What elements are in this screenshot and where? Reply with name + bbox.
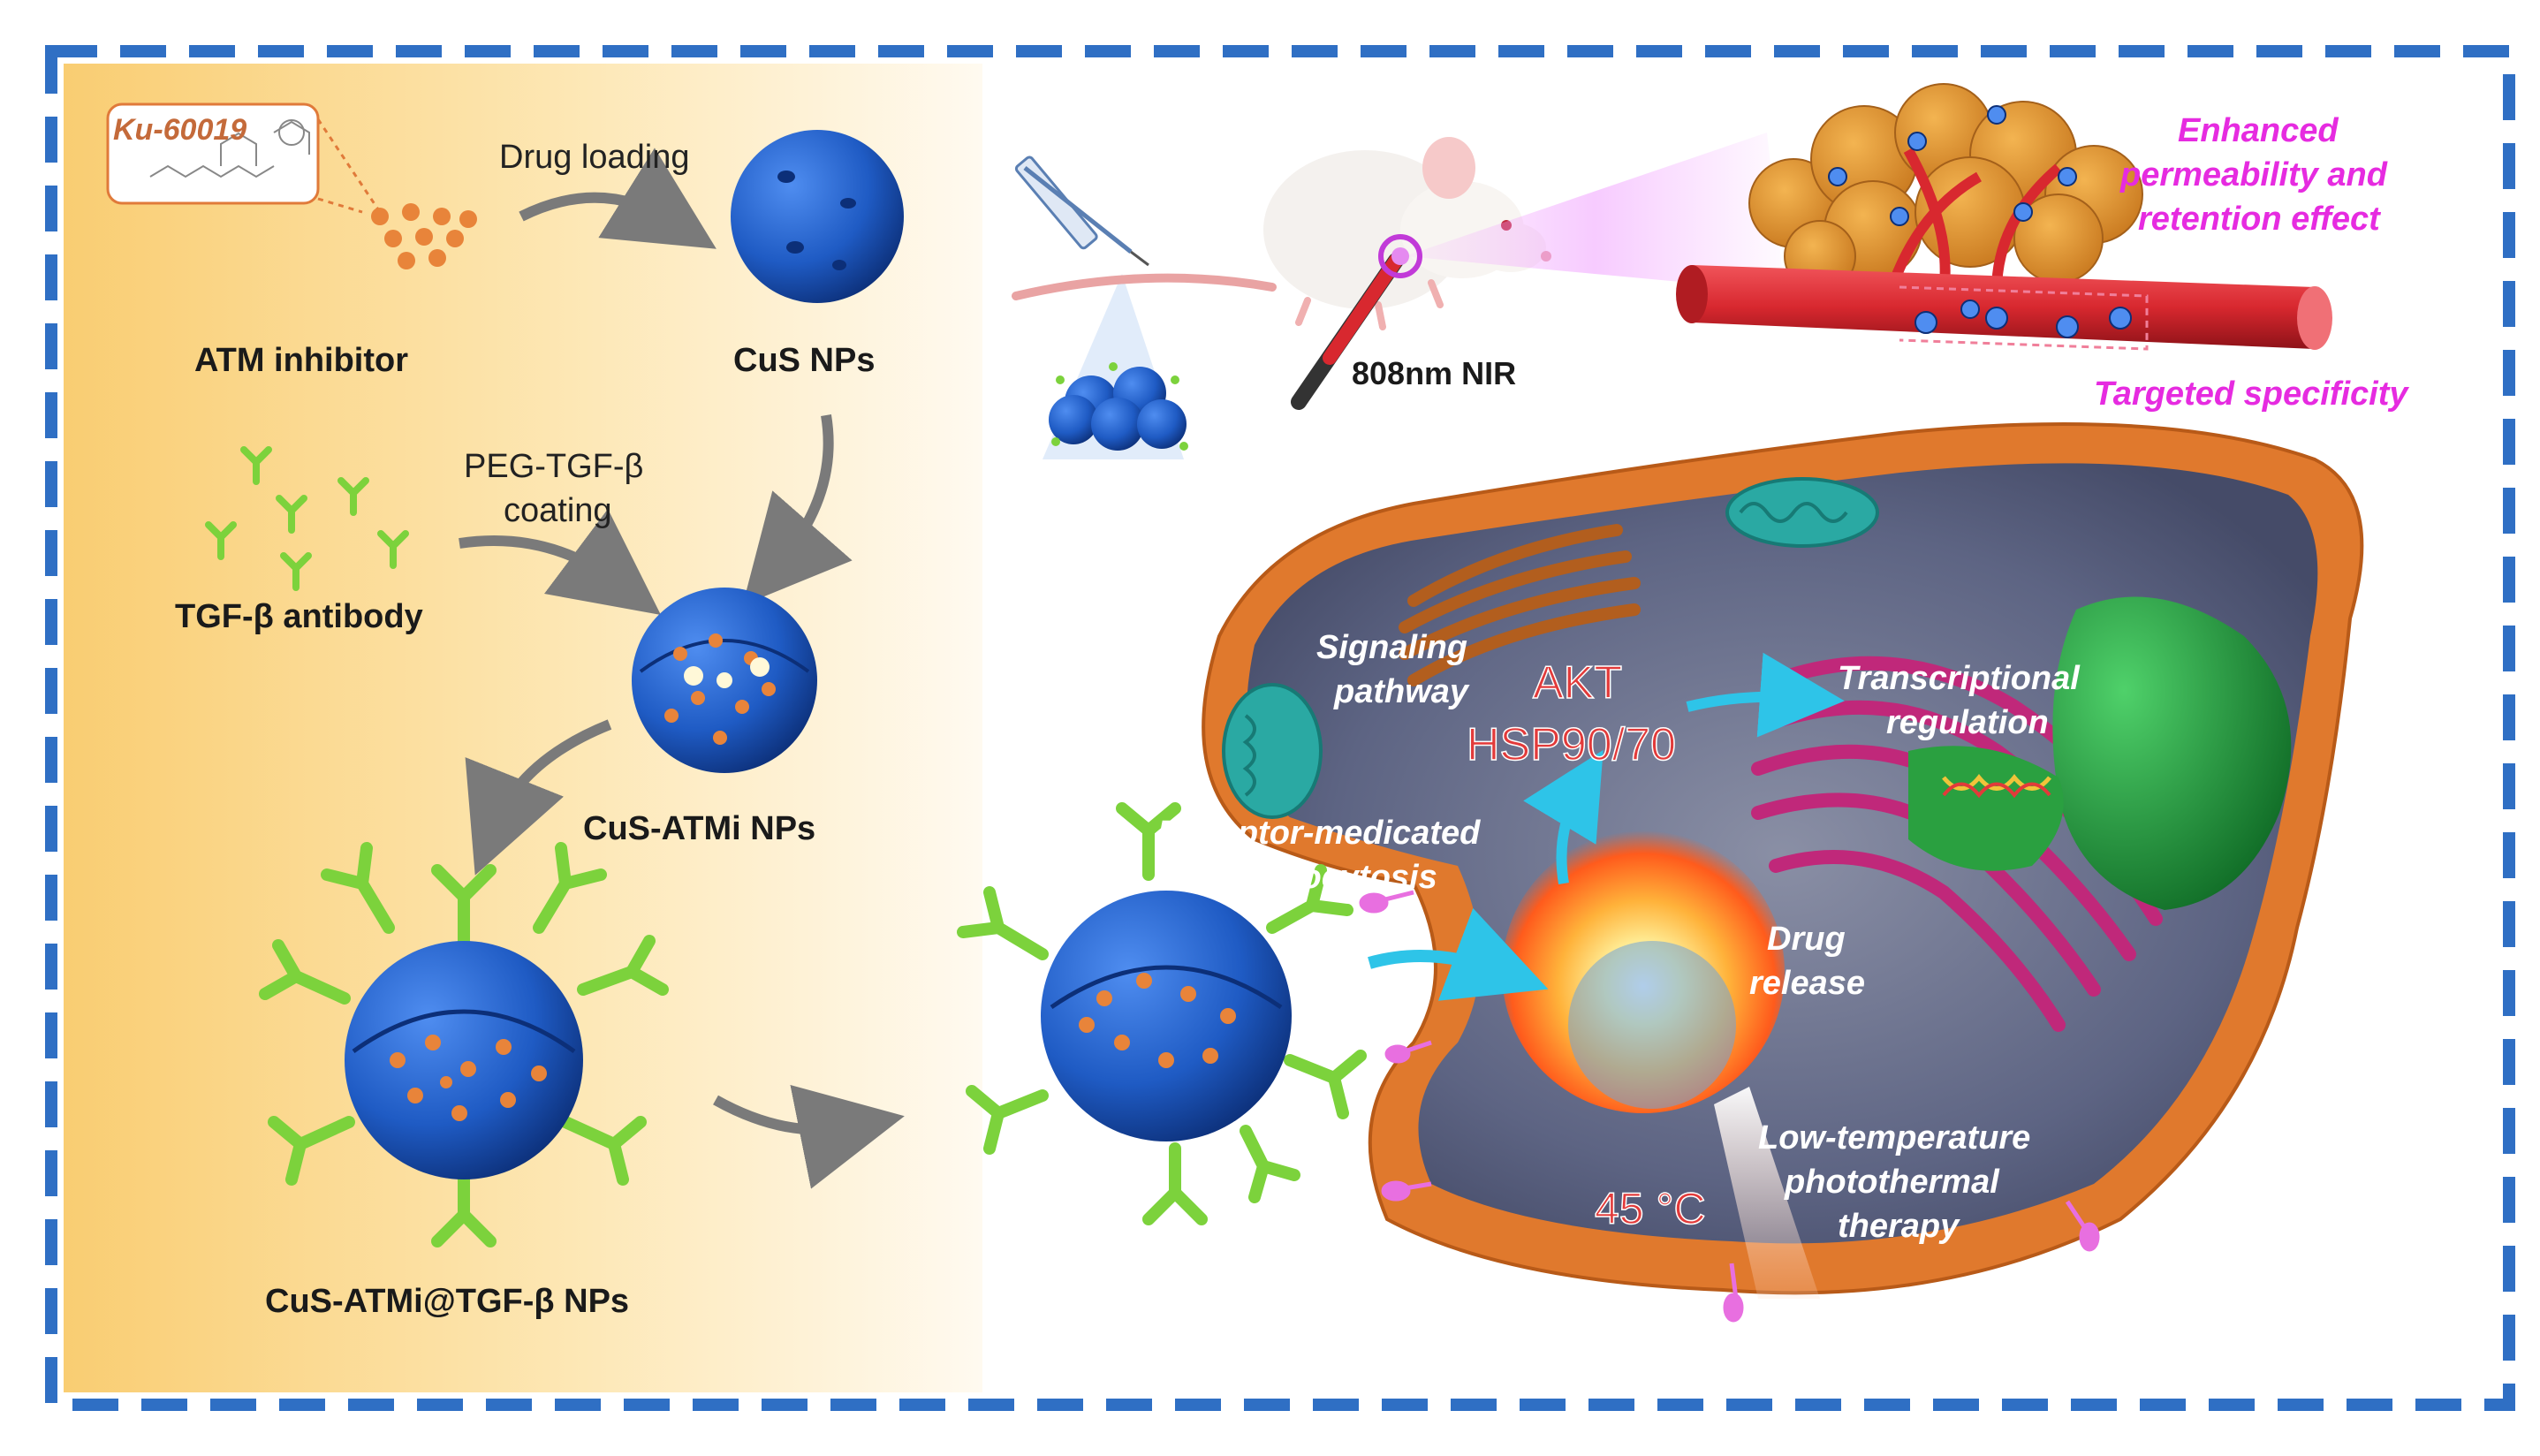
epr-line-1: Enhanced (2178, 112, 2339, 149)
drug-loading-label: Drug loading (499, 139, 689, 176)
drug-loading-arrow (519, 148, 717, 249)
coating-label: coating (504, 492, 612, 529)
epr-line-2: permeability and (2119, 156, 2388, 193)
cus-nanoparticle (731, 130, 904, 303)
tgf-antibody-label: TGF-β antibody (175, 598, 423, 635)
laser-pen-icon (1291, 234, 1422, 410)
drug-release-line-1: Drug (1767, 921, 1846, 958)
drug-release-line-2: release (1749, 965, 1865, 1002)
peg-coating-arrow (459, 509, 662, 615)
transcriptional-line-1: Transcriptional (1838, 660, 2081, 697)
receptor-line-2: endocytosis (1241, 859, 1437, 896)
targeted-specificity-label: Targeted specificity (2094, 375, 2409, 413)
signaling-line-2: pathway (1333, 673, 1470, 710)
lowtemp-line-3: therapy (1838, 1208, 1960, 1245)
nir-label: 808nm NIR (1352, 355, 1516, 391)
transcriptional-line-2: regulation (1886, 704, 2049, 741)
tgf-antibodies-small (205, 446, 409, 591)
hsp-label: HSP90/70 (1467, 719, 1676, 770)
cus-atmi-tgf-nps-label: CuS-ATMi@TGF-β NPs (265, 1283, 629, 1320)
atm-inhibitor-label: ATM inhibitor (194, 342, 408, 379)
lowtemp-line-1: Low-temperature (1758, 1119, 2030, 1156)
tumor-vessel-illustration (1676, 83, 2332, 351)
nir-beam (1405, 133, 1785, 292)
cus-atmi-nanoparticle (632, 588, 817, 773)
atm-inhibitor-dots (371, 203, 477, 269)
cus-atmi-tgf-nanoparticle (259, 842, 669, 1247)
cell-illustration (1202, 422, 2364, 1323)
ku-60019-label: Ku-60019 (113, 113, 246, 147)
receptor-line-1: Receptor-medicated (1157, 815, 1481, 852)
entering-nanoparticle (957, 802, 1367, 1225)
cus-nps-label: CuS NPs (733, 342, 875, 379)
cus-atmi-nps-label: CuS-ATMi NPs (583, 810, 815, 847)
mouse-illustration (1012, 137, 1551, 330)
arrow-cus-to-atmi (742, 414, 853, 606)
epr-line-3: retention effect (2138, 201, 2381, 238)
akt-label: AKT (1533, 657, 1622, 709)
arrow-atmi-to-tgf (465, 719, 612, 876)
lowtemp-line-2: photothermal (1784, 1164, 2000, 1201)
signaling-line-1: Signaling (1316, 629, 1467, 666)
temperature-label: 45 °C (1595, 1184, 1706, 1233)
dashed-frame (45, 45, 2515, 1411)
molecule-structure-box: Ku-60019 (106, 102, 320, 205)
np-cluster-icon (1049, 362, 1188, 451)
arrow-left-to-right (713, 1084, 905, 1189)
peg-tgf-label: PEG-TGF-β (464, 448, 643, 485)
